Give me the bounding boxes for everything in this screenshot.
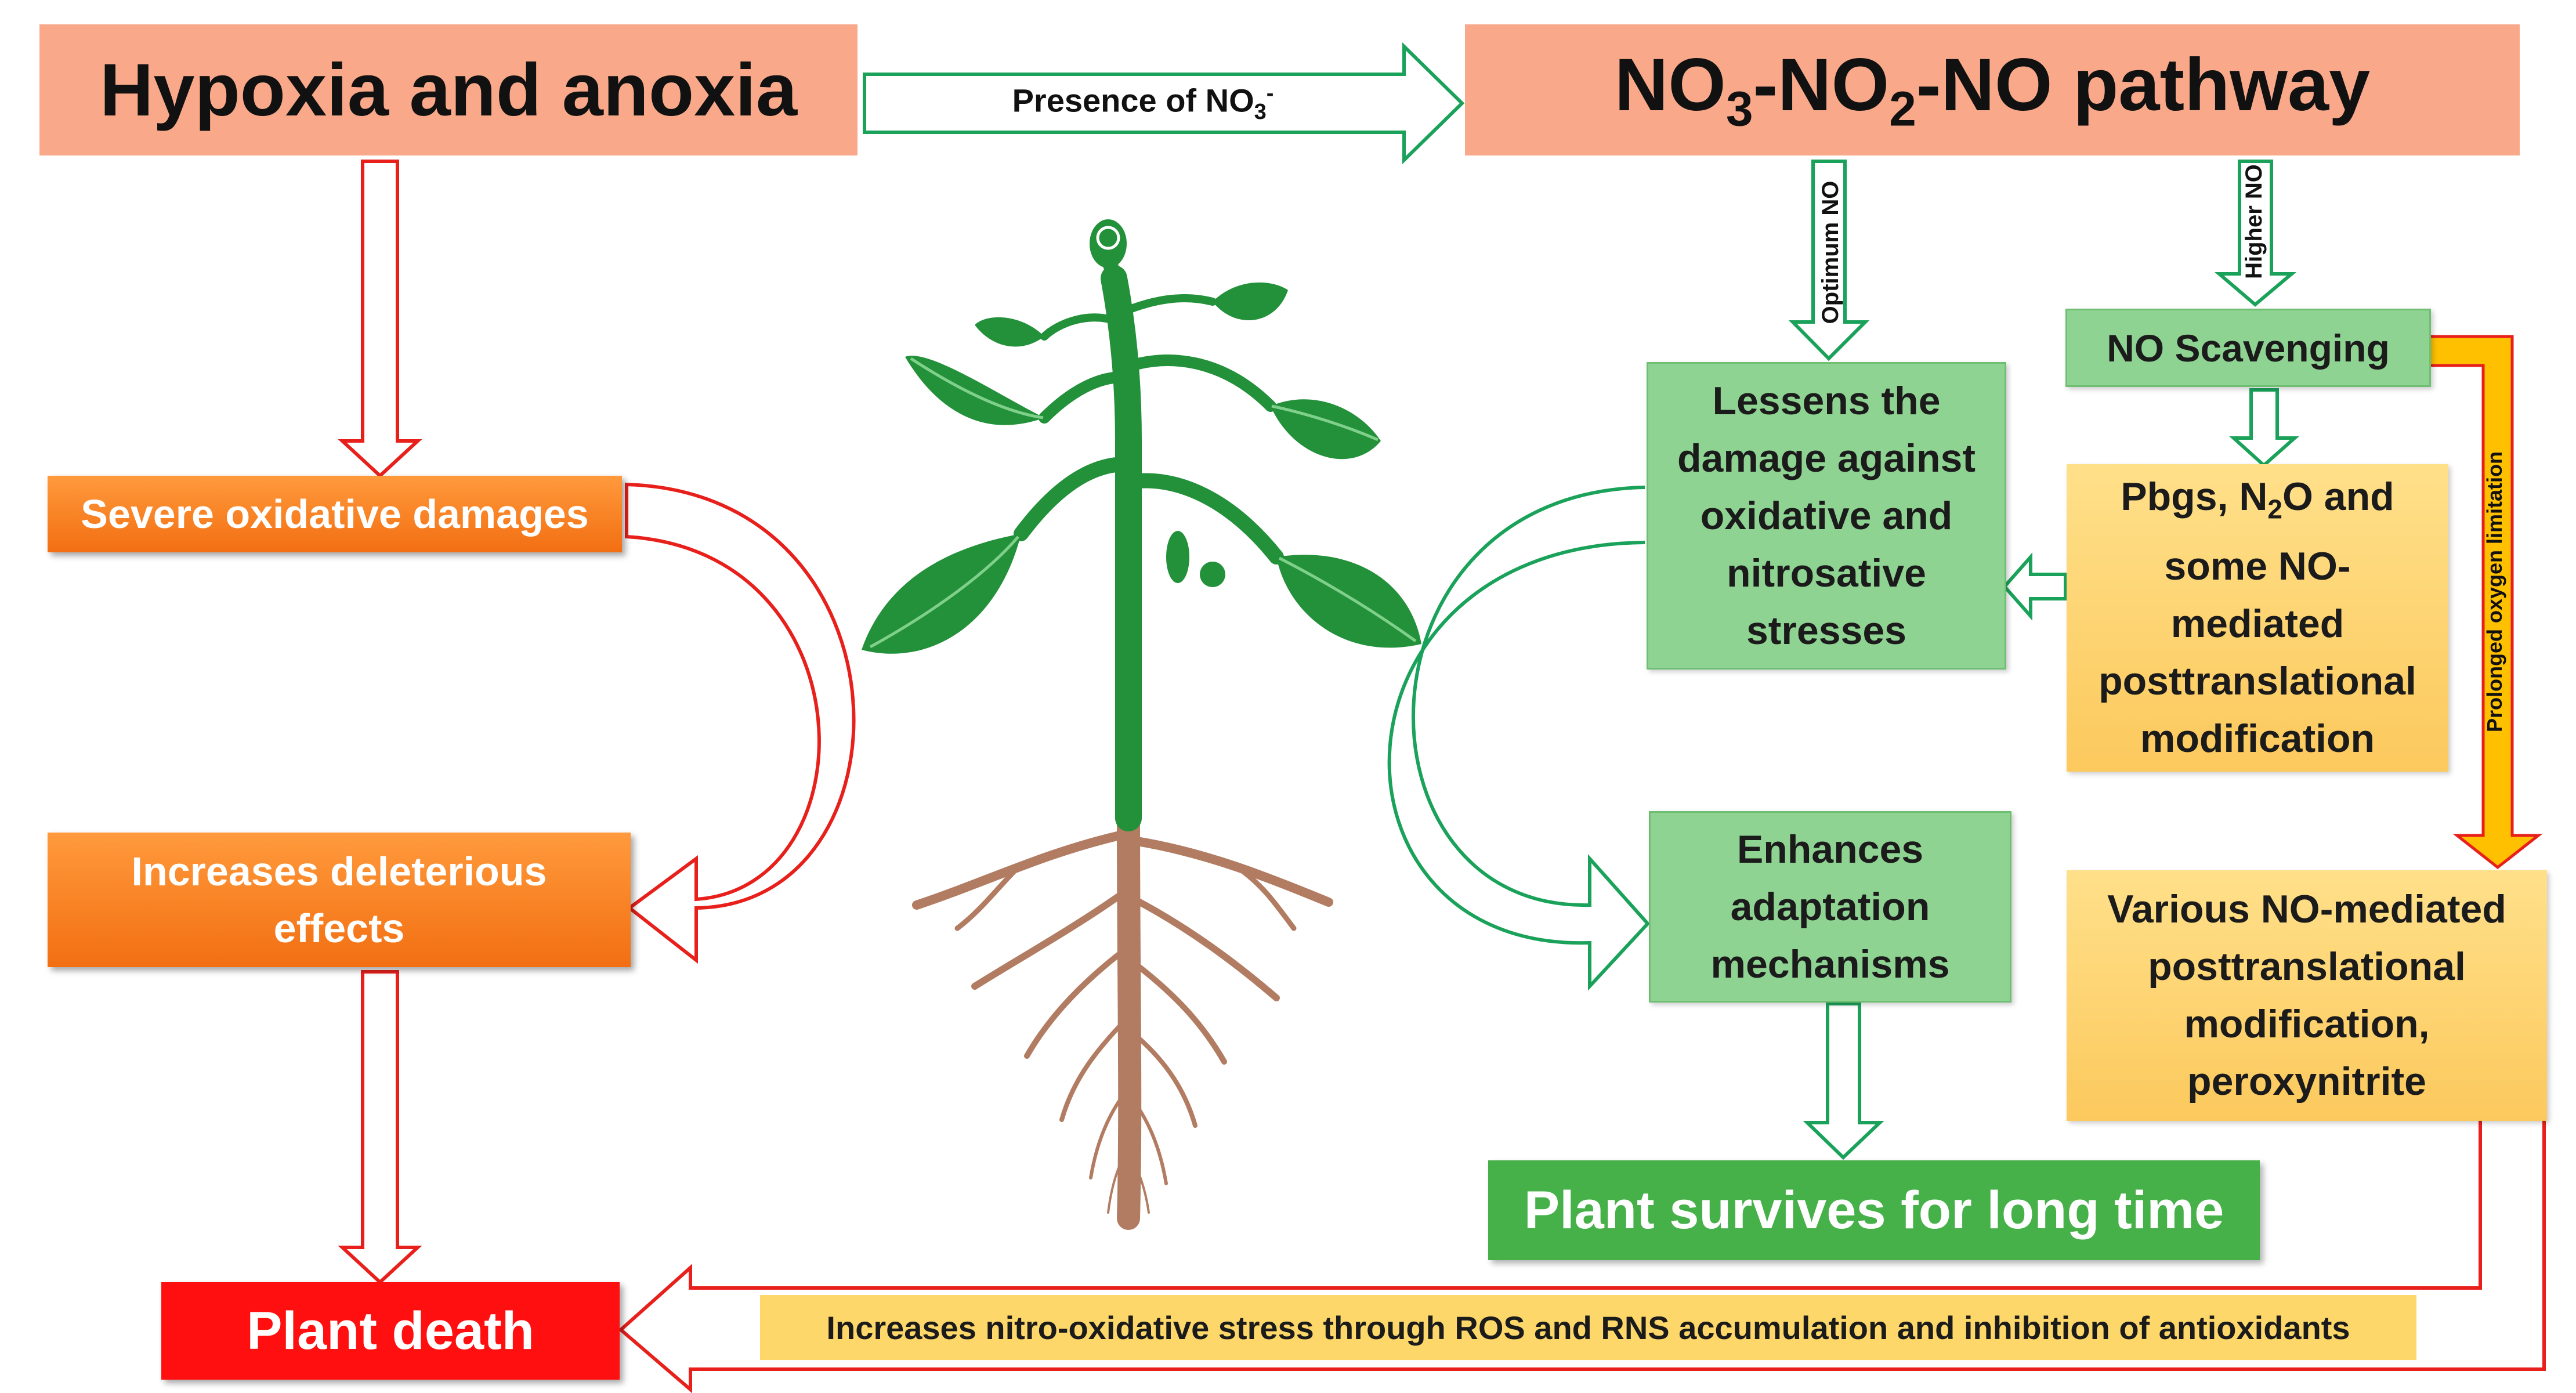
arrow-enhances-to-survives [1803, 1002, 1884, 1160]
plant-roots [912, 801, 1333, 1230]
lessens-line-5: stresses [1746, 608, 1906, 653]
pbgs-line-4: posttranslational [2099, 659, 2416, 704]
lessens-damage-box: Lessens the damage against oxidative and… [1647, 362, 2006, 670]
plant-illustration [862, 219, 1421, 1230]
increases-line-2: effects [273, 906, 405, 951]
no-scavenging-label: NO Scavenging [2107, 326, 2390, 370]
plant-leaf [975, 317, 1044, 347]
hypoxia-anoxia-box: Hypoxia and anoxia [39, 24, 858, 155]
nitro-oxidative-stress-label: Increases nitro-oxidative stress through… [826, 1309, 2350, 1346]
higher-no-label: Higher NO [2241, 164, 2267, 279]
plant-stem [1101, 265, 1142, 831]
various-line-4: peroxynitrite [2187, 1059, 2426, 1103]
plant-leaf [905, 356, 1044, 425]
increases-line-1: Increases deleterious [131, 849, 547, 894]
various-line-1: Various NO-mediated [2107, 887, 2506, 931]
plant-death-label: Plant death [247, 1301, 534, 1361]
arrow-hypoxia-to-severe [338, 160, 422, 479]
plant-leaf [862, 534, 1021, 654]
enhances-line-3: mechanisms [1710, 942, 1950, 986]
lessens-line-1: Lessens the [1712, 378, 1941, 423]
pbgs-line-3: mediated [2170, 602, 2345, 646]
pbgs-n2o-box: Pbgs, N2O and some NO- mediated posttran… [2067, 464, 2448, 772]
plant-leaf [1213, 282, 1288, 321]
pathway-label: NO3-NO2-NO pathway [1614, 44, 2371, 136]
arrow-pbgs-to-lessens [2002, 552, 2067, 621]
nitro-oxidative-stress-bar: Increases nitro-oxidative stress through… [760, 1295, 2416, 1360]
lessens-line-4: nitrosative [1727, 551, 1926, 595]
pbgs-line-1: Pbgs, N2O and [2121, 474, 2394, 524]
arrow-hypoxia-to-pathway [863, 42, 1465, 165]
plant-leaf [1276, 555, 1421, 648]
arrow-higher-no [2214, 160, 2297, 307]
various-no-mediated-box: Various NO-mediated posttranslational mo… [2067, 870, 2547, 1121]
plant-survives-label: Plant survives for long time [1524, 1180, 2224, 1240]
lessens-line-2: damage against [1677, 436, 1976, 480]
enhances-adaptation-box: Enhances adaptation mechanisms [1649, 811, 2011, 1003]
arrow-severe-to-increases [625, 482, 856, 964]
enhances-line-2: adaptation [1730, 884, 1930, 929]
plant-survives-box: Plant survives for long time [1488, 1160, 2260, 1260]
prolonged-oxygen-limitation-label: Prolonged oxygen limitation [2483, 451, 2506, 733]
various-line-3: modification, [2184, 1002, 2430, 1046]
enhances-line-1: Enhances [1736, 827, 1924, 871]
presence-of-no3-label: Presence of NO3- [1012, 81, 1274, 124]
arrow-prolonged-oxygen [2423, 335, 2543, 870]
hypoxia-anoxia-label: Hypoxia and anoxia [99, 48, 798, 132]
arrow-increases-to-death [338, 970, 422, 1285]
increases-deleterious-effects-box: Increases deleterious effects [48, 833, 631, 967]
pbgs-line-5: modification [2140, 717, 2375, 761]
no-scavenging-box: NO Scavenging [2065, 309, 2431, 387]
lessens-line-3: oxidative and [1700, 493, 1953, 538]
optimum-no-label: Optimum NO [1818, 180, 1843, 324]
no3-no2-no-pathway-box: NO3-NO2-NO pathway [1465, 24, 2520, 155]
plant-leaf [1271, 399, 1381, 459]
arrow-scavenging-to-pbgs [2229, 388, 2299, 468]
arrow-optimum-no [1788, 160, 1870, 361]
arrow-lessens-to-enhances [1387, 486, 1651, 991]
severe-oxidative-damages-box: Severe oxidative damages [48, 476, 622, 552]
severe-oxidative-damages-label: Severe oxidative damages [81, 491, 589, 537]
plant-death-box: Plant death [161, 1282, 620, 1380]
various-line-2: posttranslational [2148, 945, 2466, 989]
pbgs-line-2: some NO- [2164, 544, 2351, 589]
